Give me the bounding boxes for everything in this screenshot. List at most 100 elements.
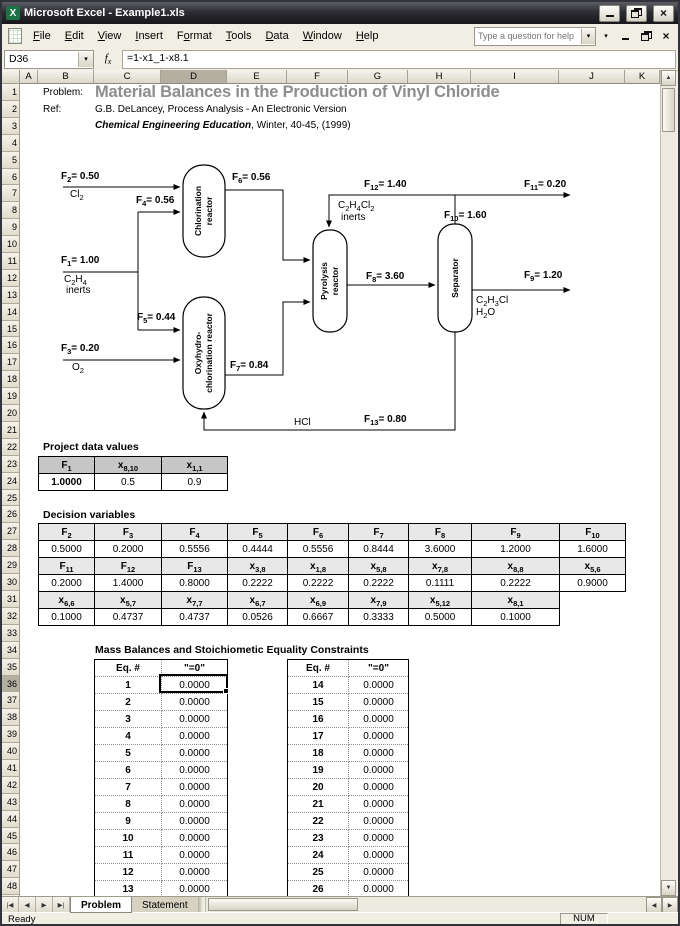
row-header-6[interactable]: 6 bbox=[2, 169, 20, 185]
sheet-tab-statement[interactable]: Statement bbox=[131, 897, 199, 913]
cell[interactable]: 0.0000 bbox=[348, 829, 409, 847]
name-box[interactable]: D36 ▾ bbox=[4, 49, 94, 69]
cell[interactable]: x5,8 bbox=[348, 557, 409, 575]
help-search-box[interactable]: ▾ bbox=[474, 26, 596, 46]
row-header-4[interactable]: 4 bbox=[2, 135, 20, 152]
cell[interactable]: 17 bbox=[287, 727, 349, 745]
workbook-restore-button[interactable] bbox=[637, 28, 655, 44]
cell[interactable]: 0.0000 bbox=[348, 710, 409, 728]
column-header-I[interactable]: I bbox=[471, 70, 559, 84]
menu-view[interactable]: View bbox=[97, 30, 122, 42]
cell[interactable]: 0.5 bbox=[94, 473, 162, 491]
cell[interactable]: 0.0000 bbox=[161, 727, 228, 745]
scroll-up-icon[interactable]: ▲ bbox=[661, 70, 676, 86]
cell[interactable]: x6,7 bbox=[227, 591, 288, 609]
cell[interactable]: x8,8 bbox=[471, 557, 560, 575]
cell[interactable]: 0.0000 bbox=[348, 846, 409, 864]
cell[interactable]: 0.0000 bbox=[348, 727, 409, 745]
cell[interactable]: 1.6000 bbox=[559, 540, 626, 558]
row-header-10[interactable]: 10 bbox=[2, 236, 20, 253]
cell[interactable]: 0.2222 bbox=[471, 574, 560, 592]
cell[interactable]: "=0" bbox=[348, 659, 409, 677]
name-box-dropdown-icon[interactable]: ▾ bbox=[78, 51, 93, 67]
column-header-F[interactable]: F bbox=[287, 70, 348, 84]
row-header-26[interactable]: 26 bbox=[2, 506, 20, 523]
row-header-14[interactable]: 14 bbox=[2, 304, 20, 321]
menu-format[interactable]: Format bbox=[176, 30, 212, 42]
cell[interactable]: 0.0000 bbox=[161, 880, 228, 896]
cell[interactable]: 0.0000 bbox=[161, 744, 228, 762]
formula-input[interactable]: =1-x1_1-x8.1 bbox=[122, 49, 676, 69]
cell[interactable]: 0.0000 bbox=[161, 710, 228, 728]
column-header-J[interactable]: J bbox=[559, 70, 625, 84]
row-header-8[interactable]: 8 bbox=[2, 202, 20, 219]
close-button[interactable]: × bbox=[653, 4, 674, 22]
row-header-41[interactable]: 41 bbox=[2, 760, 20, 777]
row-header-47[interactable]: 47 bbox=[2, 861, 20, 878]
row-header-17[interactable]: 17 bbox=[2, 354, 20, 371]
cell[interactable]: 24 bbox=[287, 846, 349, 864]
row-header-37[interactable]: 37 bbox=[2, 692, 20, 709]
row-header-40[interactable]: 40 bbox=[2, 743, 20, 760]
row-header-32[interactable]: 32 bbox=[2, 608, 20, 625]
column-header-C[interactable]: C bbox=[94, 70, 161, 84]
cell[interactable]: 0.6667 bbox=[287, 608, 349, 626]
workbook-close-button[interactable]: × bbox=[657, 28, 675, 44]
cell[interactable]: x1,1 bbox=[161, 456, 228, 474]
cell[interactable]: Eq. # bbox=[287, 659, 349, 677]
cell[interactable]: 0.1000 bbox=[38, 608, 95, 626]
cell[interactable]: 0.8000 bbox=[161, 574, 228, 592]
cell[interactable]: 0.2222 bbox=[287, 574, 349, 592]
cell[interactable]: 0.1000 bbox=[471, 608, 560, 626]
cell[interactable]: 0.2222 bbox=[227, 574, 288, 592]
horizontal-scrollbar[interactable] bbox=[204, 897, 646, 913]
row-header-35[interactable]: 35 bbox=[2, 659, 20, 676]
cell[interactable]: F11 bbox=[38, 557, 95, 575]
row-header-46[interactable]: 46 bbox=[2, 844, 20, 861]
help-search-input[interactable] bbox=[475, 31, 581, 41]
row-header-16[interactable]: 16 bbox=[2, 337, 20, 354]
cell[interactable]: Eq. # bbox=[94, 659, 162, 677]
tab-split-handle[interactable] bbox=[197, 897, 203, 913]
cell[interactable]: 0.5000 bbox=[408, 608, 472, 626]
cell[interactable]: x6,9 bbox=[287, 591, 349, 609]
cell[interactable]: 0.0000 bbox=[161, 812, 228, 830]
cell[interactable]: 1.2000 bbox=[471, 540, 560, 558]
row-header-33[interactable]: 33 bbox=[2, 625, 20, 642]
vertical-scrollbar[interactable]: ▲ ▼ bbox=[660, 70, 676, 896]
cell[interactable]: 2 bbox=[94, 693, 162, 711]
cell[interactable]: 0.0000 bbox=[161, 795, 228, 813]
cell[interactable]: F13 bbox=[161, 557, 228, 575]
cell[interactable]: 0.0000 bbox=[161, 778, 228, 796]
row-header-20[interactable]: 20 bbox=[2, 405, 20, 422]
cell[interactable]: 0.0000 bbox=[348, 863, 409, 881]
row-header-3[interactable]: 3 bbox=[2, 118, 20, 135]
column-header-E[interactable]: E bbox=[227, 70, 287, 84]
cell[interactable]: 1.4000 bbox=[94, 574, 162, 592]
cells-area[interactable]: Chlorination reactor Oxyhydro- chlorinat… bbox=[20, 84, 660, 896]
cell[interactable]: F5 bbox=[227, 523, 288, 541]
row-header-36[interactable]: 36 bbox=[2, 676, 20, 692]
row-header-11[interactable]: 11 bbox=[2, 253, 20, 270]
cell[interactable]: 0.0000 bbox=[161, 829, 228, 847]
row-header-48[interactable]: 48 bbox=[2, 878, 20, 895]
vertical-scroll-thumb[interactable] bbox=[662, 88, 675, 132]
cell[interactable]: F7 bbox=[348, 523, 409, 541]
cell[interactable]: 0.5556 bbox=[287, 540, 349, 558]
cell[interactable]: x8,10 bbox=[94, 456, 162, 474]
cell[interactable]: F4 bbox=[161, 523, 228, 541]
cell[interactable]: 22 bbox=[287, 812, 349, 830]
row-header-2[interactable]: 2 bbox=[2, 101, 20, 118]
cell[interactable]: 0.4737 bbox=[161, 608, 228, 626]
cell[interactable]: 4 bbox=[94, 727, 162, 745]
cell[interactable]: 26 bbox=[287, 880, 349, 896]
cell[interactable]: 0.0000 bbox=[348, 676, 409, 694]
cell[interactable]: 0.1111 bbox=[408, 574, 472, 592]
row-header-34[interactable]: 34 bbox=[2, 642, 20, 659]
cell[interactable]: 0.5556 bbox=[161, 540, 228, 558]
cell[interactable]: 1.0000 bbox=[38, 473, 95, 491]
row-header-18[interactable]: 18 bbox=[2, 371, 20, 388]
scroll-right-icon[interactable]: ▶ bbox=[662, 897, 678, 913]
row-header-9[interactable]: 9 bbox=[2, 219, 20, 236]
cell[interactable]: x6,6 bbox=[38, 591, 95, 609]
